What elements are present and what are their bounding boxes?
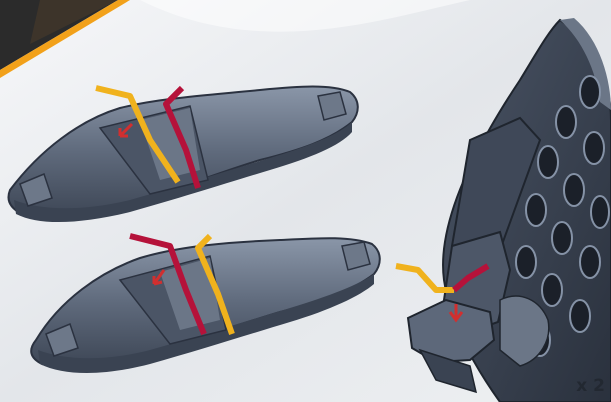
quantity-label: x 2 [576,376,605,396]
